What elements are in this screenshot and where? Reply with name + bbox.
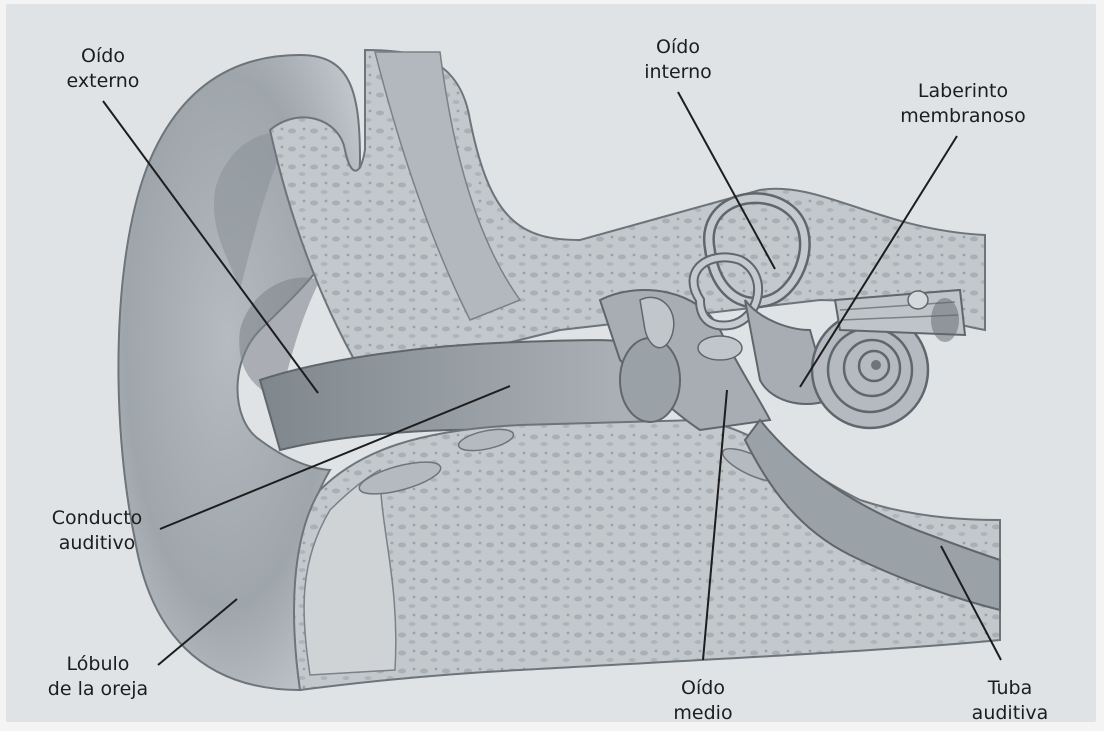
label-oido-medio: Oído medio [658, 676, 748, 726]
label-oido-externo: Oído externo [58, 44, 148, 94]
label-lobulo-de-la-oreja: Lóbulo de la oreja [38, 652, 158, 702]
label-oido-externo-line2: externo [58, 69, 148, 94]
label-laberinto-line1: Laberinto [888, 79, 1038, 104]
label-oido-medio-line2: medio [658, 701, 748, 726]
label-conducto-line2: auditivo [42, 531, 152, 556]
label-laberinto-line2: membranoso [888, 104, 1038, 129]
label-conducto-auditivo: Conducto auditivo [42, 506, 152, 556]
label-oido-interno-line2: interno [633, 60, 723, 85]
label-lobulo-line2: de la oreja [38, 677, 158, 702]
label-oido-interno: Oído interno [633, 35, 723, 85]
label-tuba-line2: auditiva [960, 701, 1060, 726]
label-lobulo-line1: Lóbulo [38, 652, 158, 677]
label-laberinto-membranoso: Laberinto membranoso [888, 79, 1038, 129]
label-oido-interno-line1: Oído [633, 35, 723, 60]
label-conducto-line1: Conducto [42, 506, 152, 531]
label-oido-medio-line1: Oído [658, 676, 748, 701]
label-oido-externo-line1: Oído [58, 44, 148, 69]
label-tuba-line1: Tuba [960, 676, 1060, 701]
label-tuba-auditiva: Tuba auditiva [960, 676, 1060, 726]
